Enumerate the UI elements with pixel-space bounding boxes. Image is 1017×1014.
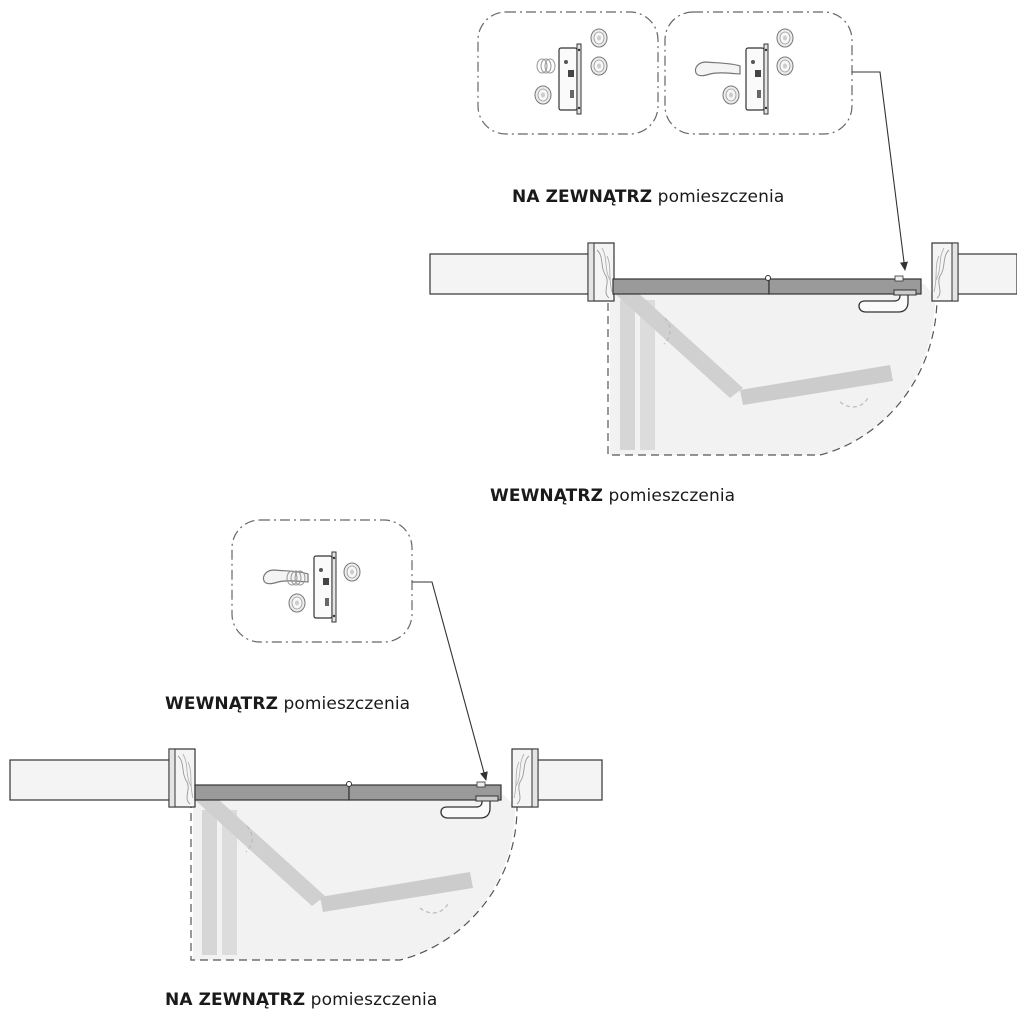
label-bold: WEWNĄTRZ (165, 694, 278, 714)
door-leaf (768, 278, 922, 295)
wall-right (949, 253, 1017, 295)
wall-left (9, 759, 181, 801)
rosette-icon (343, 562, 361, 582)
lock-cassette-icon (745, 43, 769, 115)
door-swing-arc (607, 290, 938, 456)
label-text: pomieszczenia (305, 990, 438, 1010)
rosette-icon (534, 85, 552, 105)
rosette-icon (776, 56, 794, 76)
panel-1-bottom-label: WEWNĄTRZ pomieszczenia (490, 486, 735, 506)
wall-left (429, 253, 601, 295)
panel-2 (9, 519, 603, 961)
callout-leader-arrow (852, 71, 908, 271)
panel-2-bottom-label: NA ZEWNĄTRZ pomieszczenia (165, 990, 437, 1010)
label-bold: WEWNĄTRZ (490, 486, 603, 506)
ghost-door-positions (195, 790, 473, 955)
panel-1 (429, 11, 1017, 456)
label-text: pomieszczenia (652, 187, 785, 207)
label-text: pomieszczenia (603, 486, 736, 506)
label-bold: NA ZEWNĄTRZ (512, 187, 653, 207)
door-frame-right (931, 242, 959, 302)
lock-cassette-icon (558, 43, 582, 115)
lock-cassette-icon (313, 551, 337, 623)
label-text: pomieszczenia (278, 694, 411, 714)
door-leaf (612, 278, 770, 295)
rosette-icon (722, 85, 740, 105)
rosette-icon (590, 56, 608, 76)
wall-right (529, 759, 603, 801)
door-leaf (348, 784, 502, 801)
panel-1-top-label: NA ZEWNĄTRZ pomieszczenia (512, 187, 784, 207)
door-swing-arc (190, 800, 518, 961)
panel-2-top-label: WEWNĄTRZ pomieszczenia (165, 694, 410, 714)
door-swing-area (193, 795, 515, 960)
door-swing-area (610, 284, 935, 455)
rosette-icon (288, 593, 306, 613)
door-leaf (194, 784, 350, 801)
door-frame-right (511, 748, 539, 808)
door-frame-left (168, 748, 196, 808)
rosette-icon (590, 28, 608, 48)
label-bold: NA ZEWNĄTRZ (165, 990, 306, 1010)
door-frame-left (587, 242, 615, 302)
callout-leader-arrow (412, 581, 488, 781)
ghost-door-positions (613, 282, 893, 450)
rosette-icon (776, 28, 794, 48)
